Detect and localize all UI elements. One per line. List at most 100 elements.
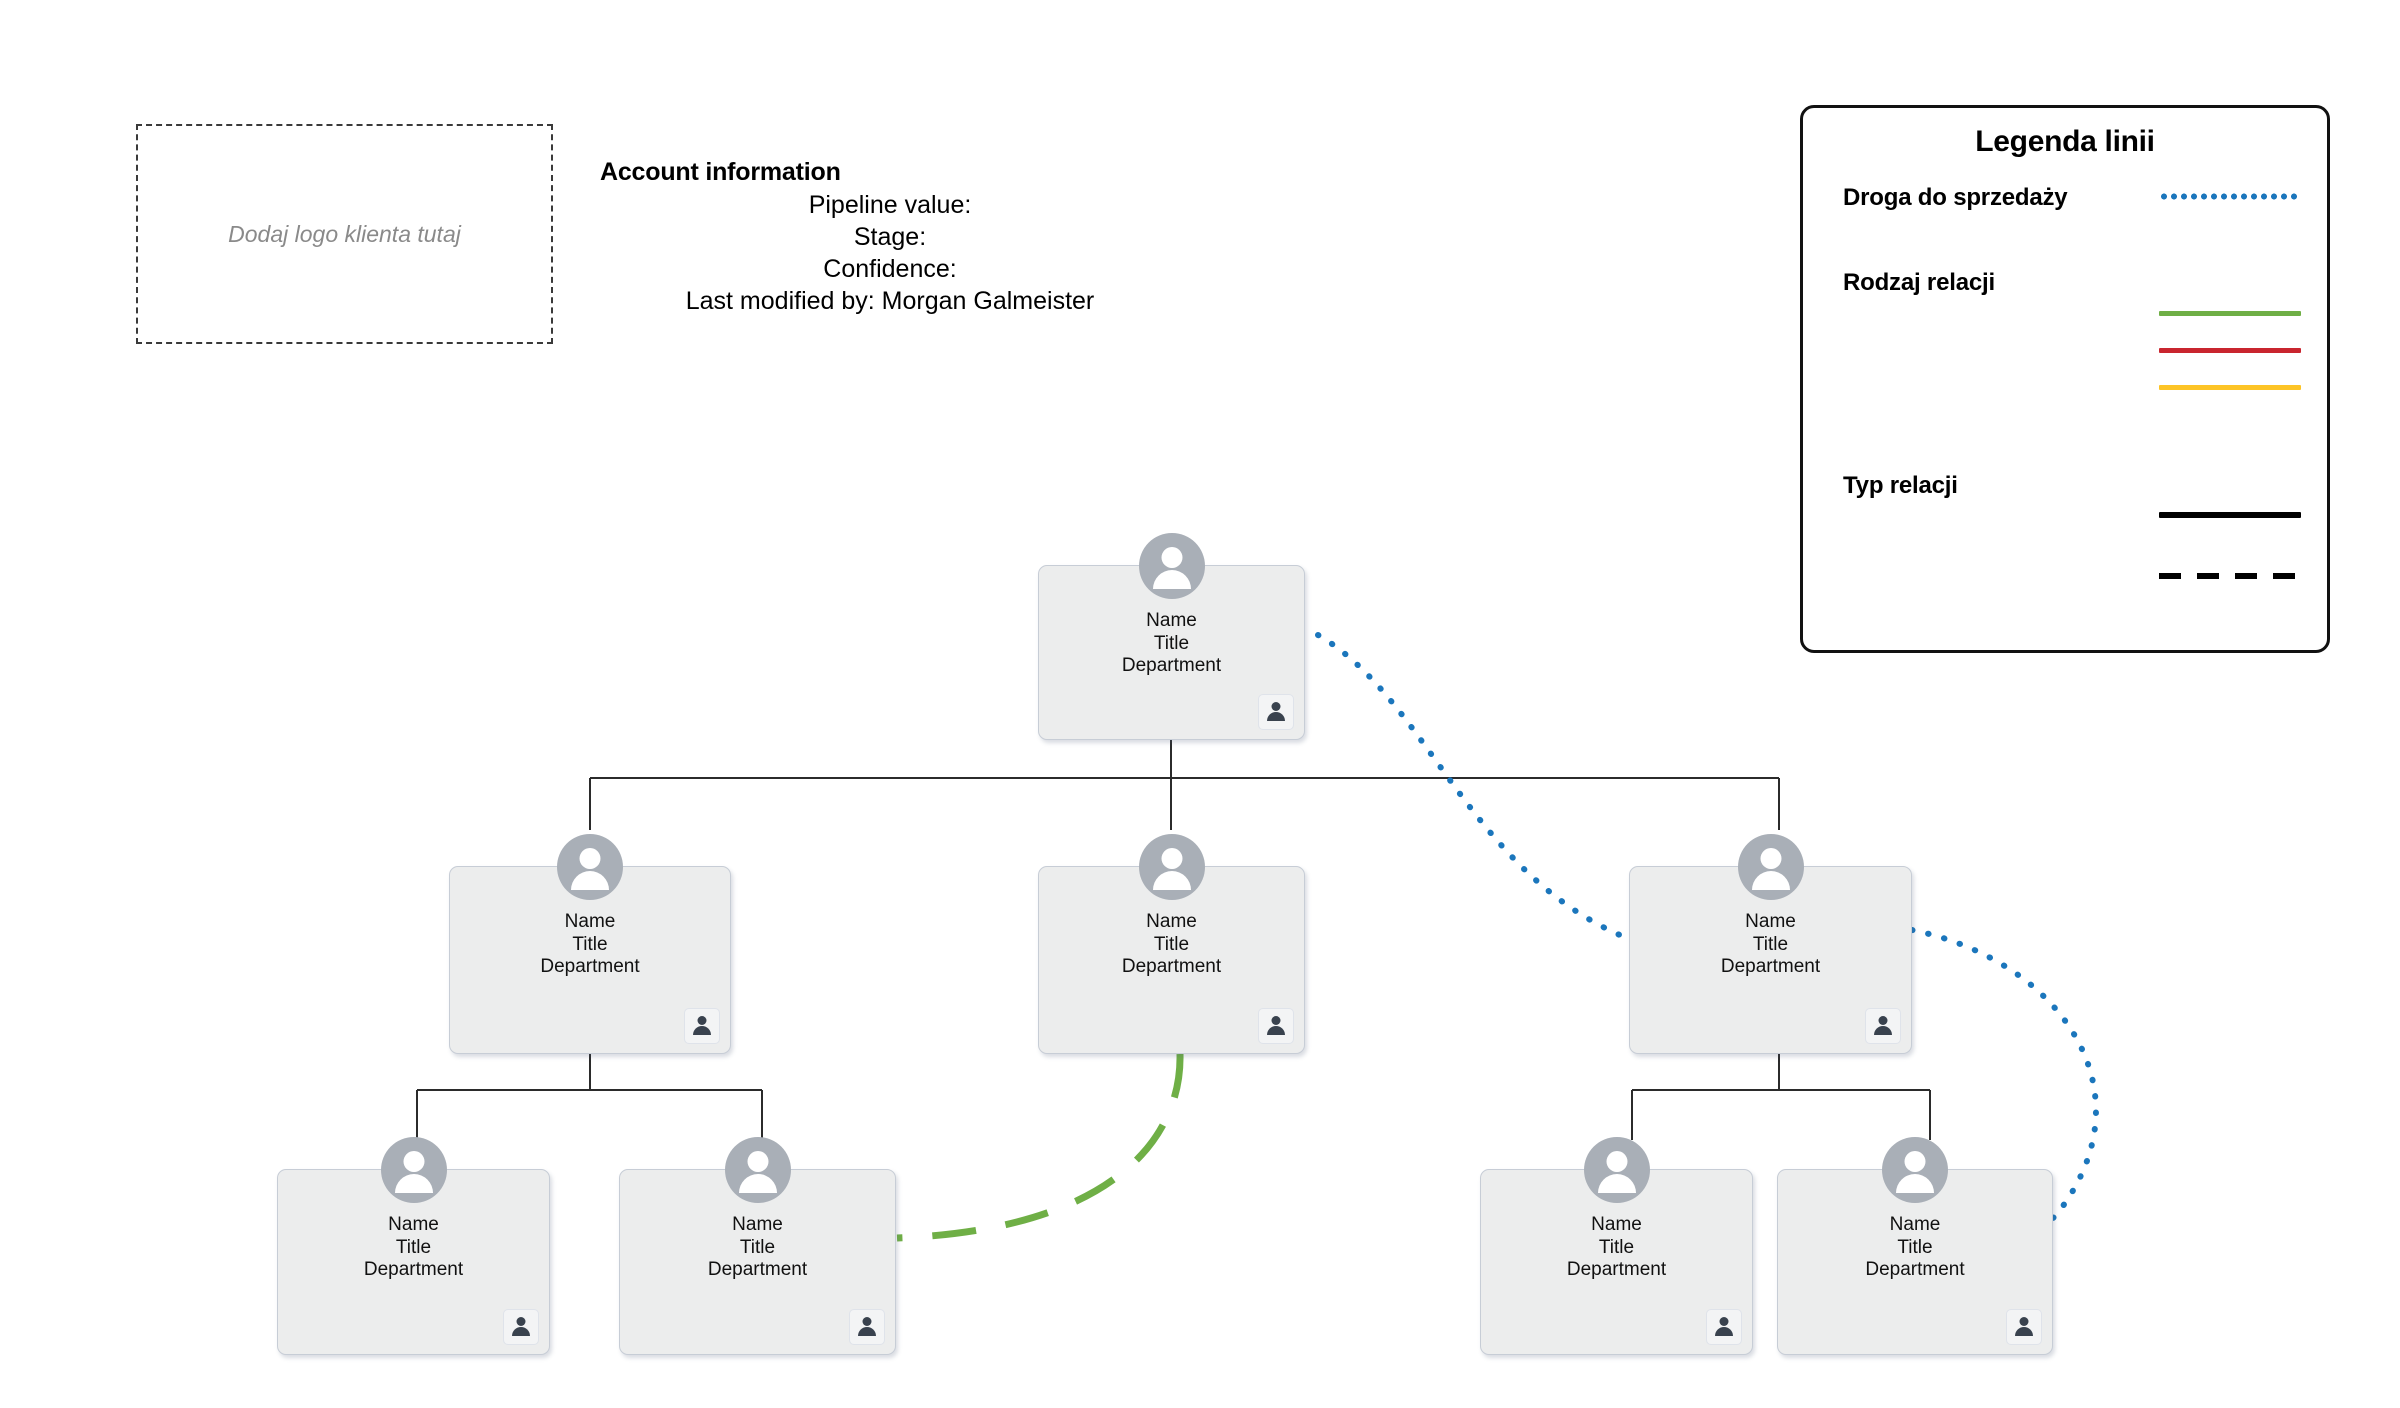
org-node-name: Name — [1146, 911, 1197, 932]
person-badge-head-icon — [1719, 1317, 1729, 1326]
avatar-icon — [1583, 1137, 1650, 1203]
legend-label-relationship-type: Typ relacji — [1843, 472, 1958, 499]
org-node-title: Title — [572, 933, 608, 955]
person-badge-head-icon — [2019, 1317, 2029, 1326]
avatar-body-icon — [1896, 1174, 1934, 1193]
person-badge-head-icon — [1271, 702, 1281, 711]
line-legend-panel: Legenda linii Droga do sprzedaży Rodzaj … — [1800, 105, 2330, 653]
person-badge-icon[interactable] — [503, 1309, 539, 1345]
org-node-n0[interactable]: Name Title Department — [1038, 533, 1305, 740]
person-badge-icon[interactable] — [1706, 1309, 1742, 1345]
org-node-n5[interactable]: Name Title Department — [619, 1137, 896, 1355]
org-node-department: Department — [707, 1259, 808, 1280]
person-badge-icon[interactable] — [2006, 1309, 2042, 1345]
org-node-name: Name — [564, 911, 616, 932]
org-node-text: Name Title Department — [1481, 1214, 1752, 1282]
person-badge-body-icon — [1267, 1026, 1285, 1035]
org-node-text: Name Title Department — [278, 1214, 549, 1282]
org-node-text: Name Title Department — [1630, 911, 1911, 979]
person-badge-body-icon — [512, 1327, 530, 1336]
avatar-icon — [1882, 1137, 1948, 1203]
org-node-title: Title — [1153, 632, 1190, 654]
org-node-n1[interactable]: Name Title Department — [449, 834, 731, 1054]
person-badge-head-icon — [697, 1016, 707, 1025]
legend-swatch-type-solid — [2159, 512, 2301, 518]
account-information-details: Pipeline value: Stage: Confidence: Last … — [600, 189, 1180, 317]
legend-label-relationship-kind: Rodzaj relacji — [1843, 269, 1995, 296]
avatar-icon — [1138, 533, 1205, 599]
person-badge-icon[interactable] — [849, 1309, 885, 1345]
person-badge-icon[interactable] — [1258, 1008, 1294, 1044]
org-node-text: Name Title Department — [1039, 911, 1304, 979]
legend-swatch-type-dashed — [2159, 573, 2301, 579]
org-node-name: Name — [1889, 1214, 1941, 1235]
avatar-head-icon — [1606, 1151, 1627, 1172]
avatar-body-icon — [394, 1174, 433, 1193]
org-node-text: Name Title Department — [1778, 1214, 2052, 1282]
org-node-n2[interactable]: Name Title Department — [1038, 834, 1305, 1054]
org-node-name: Name — [1745, 911, 1796, 932]
org-node-n7[interactable]: Name Title Department — [1777, 1137, 2053, 1355]
avatar-body-icon — [1152, 570, 1191, 589]
person-badge-body-icon — [1874, 1026, 1892, 1035]
org-node-title: Title — [1897, 1236, 1933, 1258]
avatar-head-icon — [579, 848, 601, 869]
avatar-head-icon — [403, 1151, 424, 1172]
relationship-edge-sales-path-root-to-node3 — [1315, 632, 1640, 945]
account-information-title: Account information — [600, 158, 841, 186]
client-logo-placeholder[interactable]: Dodaj logo klienta tutaj — [136, 124, 553, 344]
org-node-n6[interactable]: Name Title Department — [1480, 1137, 1753, 1355]
org-node-name: Name — [1146, 610, 1197, 631]
legend-label-sales-path: Droga do sprzedaży — [1843, 184, 2068, 211]
person-badge-head-icon — [1271, 1016, 1281, 1025]
org-node-text: Name Title Department — [450, 911, 730, 979]
org-node-title: Title — [1153, 933, 1190, 955]
avatar-body-icon — [571, 871, 609, 890]
org-node-department: Department — [1865, 1259, 1965, 1280]
org-node-title: Title — [739, 1236, 776, 1258]
avatar-head-icon — [1760, 848, 1781, 869]
stage-line: Stage: — [853, 223, 927, 251]
org-node-text: Name Title Department — [620, 1214, 895, 1282]
org-node-title: Title — [1752, 933, 1789, 955]
legend-swatch-relationship-green — [2159, 311, 2301, 316]
person-badge-icon[interactable] — [1258, 694, 1294, 730]
person-badge-body-icon — [1715, 1327, 1733, 1336]
org-node-department: Department — [1121, 655, 1222, 676]
person-badge-body-icon — [693, 1026, 711, 1035]
org-node-department: Department — [1720, 956, 1821, 977]
legend-swatch-relationship-red — [2159, 348, 2301, 353]
person-badge-head-icon — [516, 1317, 526, 1326]
org-node-n4[interactable]: Name Title Department — [277, 1137, 550, 1355]
avatar-head-icon — [1161, 547, 1182, 568]
avatar-body-icon — [1597, 1174, 1636, 1193]
org-node-department: Department — [363, 1259, 464, 1280]
avatar-icon — [724, 1137, 791, 1203]
org-node-department: Department — [540, 956, 640, 977]
org-node-department: Department — [1121, 956, 1222, 977]
avatar-body-icon — [1152, 871, 1191, 890]
org-node-name: Name — [388, 1214, 439, 1235]
confidence-line: Confidence: — [823, 255, 957, 283]
person-badge-head-icon — [862, 1317, 872, 1326]
last-modified-line: Last modified by: Morgan Galmeister — [685, 287, 1095, 315]
avatar-icon — [557, 834, 623, 900]
org-node-name: Name — [732, 1214, 783, 1235]
avatar-body-icon — [1751, 871, 1790, 890]
person-badge-body-icon — [2015, 1327, 2033, 1336]
pipeline-value-line: Pipeline value: — [808, 191, 972, 219]
legend-swatch-relationship-amber — [2159, 385, 2301, 390]
org-node-text: Name Title Department — [1039, 610, 1304, 678]
relationship-edge-kind-node2-to-node5 — [896, 1053, 1184, 1242]
legend-title: Legenda linii — [1975, 125, 2155, 158]
person-badge-body-icon — [1267, 712, 1285, 721]
org-node-department: Department — [1566, 1259, 1667, 1280]
person-badge-icon[interactable] — [684, 1008, 720, 1044]
org-node-n3[interactable]: Name Title Department — [1629, 834, 1912, 1054]
avatar-body-icon — [738, 1174, 777, 1193]
org-node-title: Title — [1598, 1236, 1635, 1258]
person-badge-icon[interactable] — [1865, 1008, 1901, 1044]
account-information-block: Account information Pipeline value: Stag… — [600, 158, 1180, 317]
org-node-name: Name — [1591, 1214, 1642, 1235]
avatar-head-icon — [1161, 848, 1182, 869]
